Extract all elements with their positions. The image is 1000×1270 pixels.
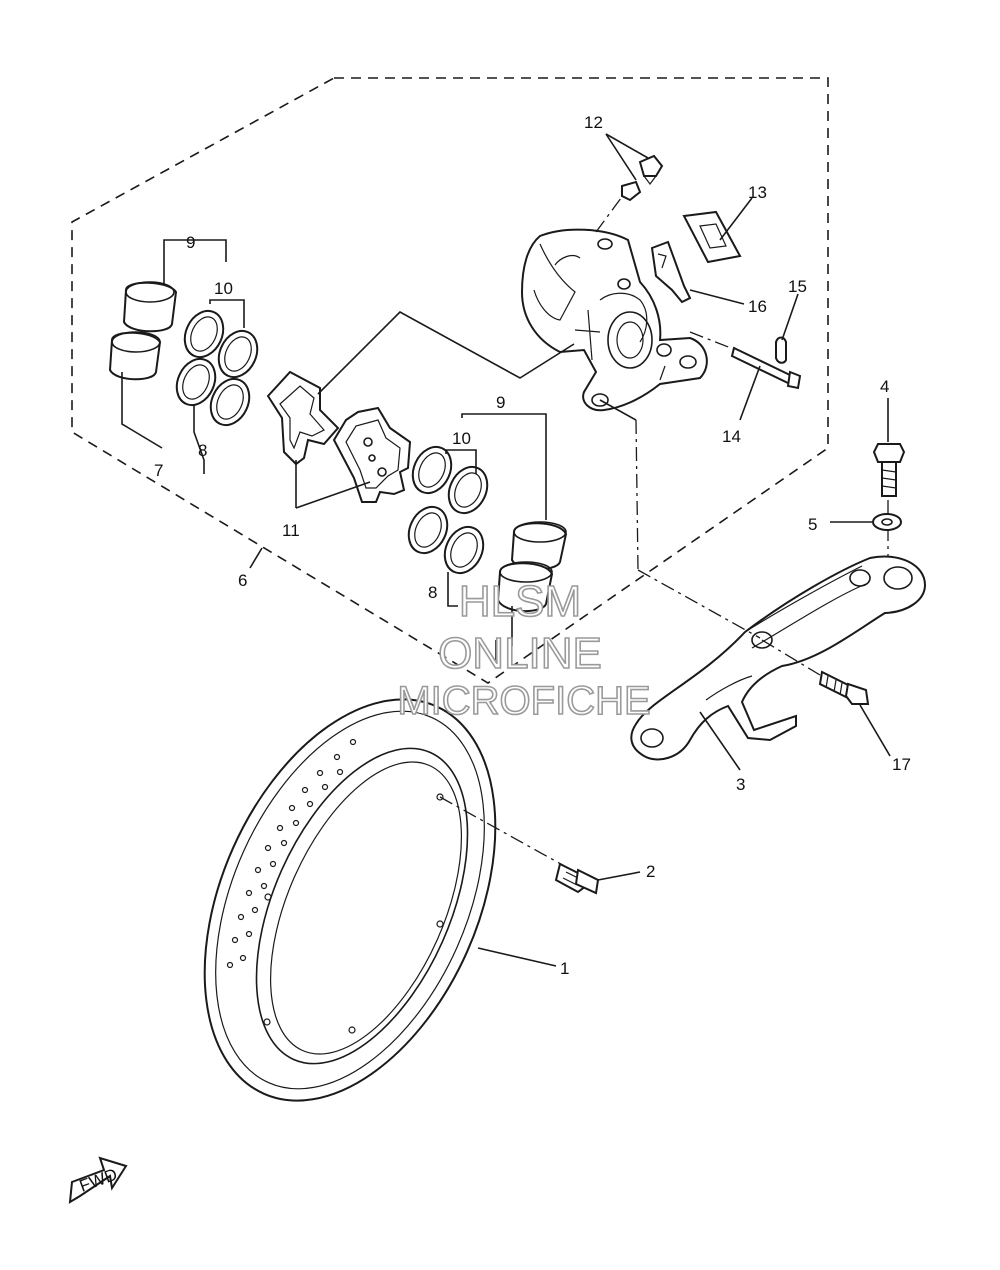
disc-bolt <box>439 796 641 895</box>
caliper-bracket <box>630 555 927 771</box>
callout-12: 12 <box>584 113 603 132</box>
callout-7: 7 <box>154 461 163 480</box>
callout-10-right: 10 <box>452 429 471 448</box>
callout-6: 6 <box>238 571 247 590</box>
pad-pin <box>689 331 802 421</box>
callout-numbers: 1 2 3 4 5 6 7 8 8 9 9 10 10 11 12 13 14 … <box>154 113 911 978</box>
watermark-line-2: ONLINE <box>438 629 602 678</box>
fwd-label: FWD <box>77 1165 120 1196</box>
callout-10-left: 10 <box>214 279 233 298</box>
callout-2: 2 <box>646 862 655 881</box>
caliper-bolt <box>761 639 891 757</box>
callout-9-left: 9 <box>186 233 195 252</box>
brake-disc <box>203 698 497 1102</box>
watermark-line-3: MICROFICHE <box>397 679 650 723</box>
watermark: HLSM ONLINE MICROFICHE <box>397 576 652 724</box>
callout-9-right: 9 <box>496 393 505 412</box>
bleed-screws <box>605 133 664 202</box>
callout-5: 5 <box>808 515 817 534</box>
forward-arrow-icon: FWD <box>68 1156 128 1204</box>
bracket-bolt <box>872 398 906 556</box>
callout-3: 3 <box>736 775 745 794</box>
callout-11: 11 <box>282 521 300 540</box>
watermark-line-1: HLSM <box>459 577 581 626</box>
pistons-right <box>407 413 568 660</box>
retainer-clip <box>650 240 745 305</box>
pin-clip <box>775 293 799 364</box>
washer <box>830 513 902 531</box>
pad-spring <box>682 197 753 264</box>
callout-15: 15 <box>788 277 807 296</box>
callout-16: 16 <box>748 297 767 316</box>
brake-pads <box>266 311 575 509</box>
callout-8-right: 8 <box>428 583 437 602</box>
callout-17: 17 <box>892 755 911 774</box>
callout-8-left: 8 <box>198 441 207 460</box>
callout-14: 14 <box>722 427 741 446</box>
callout-13: 13 <box>748 183 767 202</box>
disc-holes <box>226 738 444 1034</box>
callout-1: 1 <box>560 959 569 978</box>
pistons-left <box>108 239 259 474</box>
caliper-body <box>520 193 761 639</box>
assembly-boundary <box>71 77 829 684</box>
callout-4: 4 <box>880 377 889 396</box>
